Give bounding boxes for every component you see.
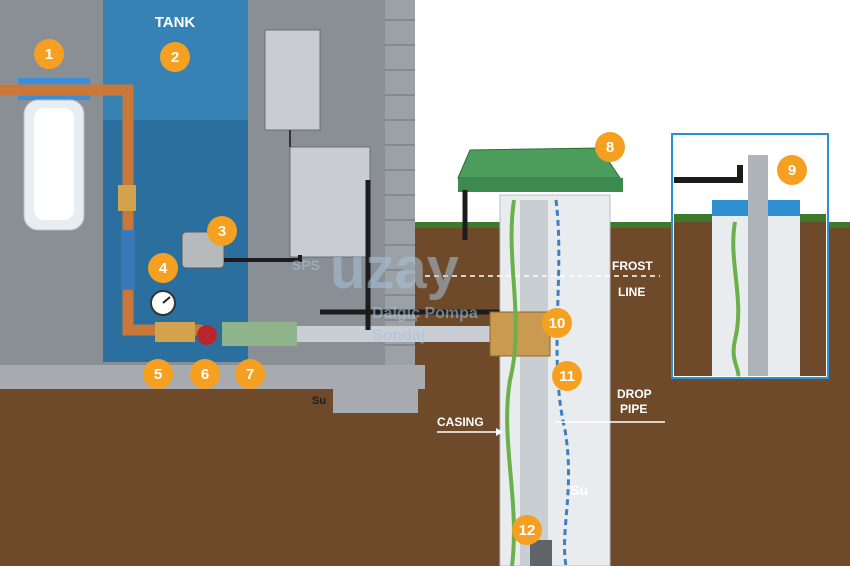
marker-6: 6 [190, 359, 220, 389]
marker-circle [207, 216, 237, 246]
marker-number: 4 [159, 260, 168, 277]
tank-tee [155, 322, 195, 342]
marker-number: 6 [201, 366, 209, 383]
marker-12: 12 [512, 515, 542, 545]
marker-number: 11 [559, 368, 575, 385]
su-floor-label: Su [312, 395, 326, 407]
marker-number: 5 [154, 366, 162, 383]
marker-10: 10 [542, 308, 572, 338]
frost-label: FROST [612, 259, 653, 273]
tank-label: TANK [155, 14, 196, 31]
footing [333, 385, 418, 413]
marker-circle [190, 359, 220, 389]
watermark-brand: uzay [330, 236, 459, 301]
submersible-pump [530, 540, 552, 566]
pipe-label: PIPE [620, 402, 647, 416]
marker-circle [512, 515, 542, 545]
marker-8: 8 [595, 132, 625, 162]
marker-circle [34, 39, 64, 69]
watermark-sub1: Dalgıç Pompa [372, 305, 478, 322]
pipe-sight-glass [121, 230, 135, 290]
marker-circle [235, 359, 265, 389]
line-label: LINE [618, 285, 645, 299]
marker-number: 7 [246, 366, 254, 383]
gate-valve-handle [197, 325, 217, 345]
soil-lower [0, 388, 850, 566]
marker-circle [552, 361, 582, 391]
marker-5: 5 [143, 359, 173, 389]
control-box-upper [264, 29, 321, 131]
drop-label: DROP [617, 387, 652, 401]
marker-number: 1 [45, 46, 53, 63]
marker-circle [595, 132, 625, 162]
supply-line [297, 326, 497, 342]
check-valve [222, 322, 297, 346]
watermark-sub2: Sondaj [372, 327, 425, 344]
marker-9: 9 [777, 155, 807, 185]
marker-number: 3 [218, 223, 226, 240]
pitless-adapter [489, 311, 551, 357]
marker-number: 12 [519, 522, 536, 539]
marker-number: 10 [549, 315, 566, 332]
watermark: uzay Dalgıç Pompa Sondaj SPS [292, 236, 478, 344]
marker-4: 4 [148, 253, 178, 283]
marker-number: 9 [788, 162, 796, 179]
ball-valve [118, 185, 136, 211]
pump-wire [505, 199, 518, 566]
marker-circle [143, 359, 173, 389]
su-well-label: Su [570, 482, 588, 498]
drop-pipe [520, 200, 548, 566]
well-cap [457, 147, 623, 192]
marker-11: 11 [552, 361, 582, 391]
inset-detail [671, 133, 829, 379]
marker-circle [542, 308, 572, 338]
marker-circle [160, 42, 190, 72]
casing-label: CASING [437, 415, 484, 429]
marker-circle [148, 253, 178, 283]
marker-number: 8 [606, 139, 614, 156]
marker-2: 2 [160, 42, 190, 72]
grass-strip [415, 222, 850, 230]
safety-rope [554, 199, 571, 566]
marker-circle [777, 155, 807, 185]
marker-number: 2 [171, 49, 179, 66]
marker-1: 1 [34, 39, 64, 69]
brick-column [385, 0, 415, 370]
marker-7: 7 [235, 359, 265, 389]
watermark-mark: SPS [292, 257, 320, 273]
marker-3: 3 [207, 216, 237, 246]
